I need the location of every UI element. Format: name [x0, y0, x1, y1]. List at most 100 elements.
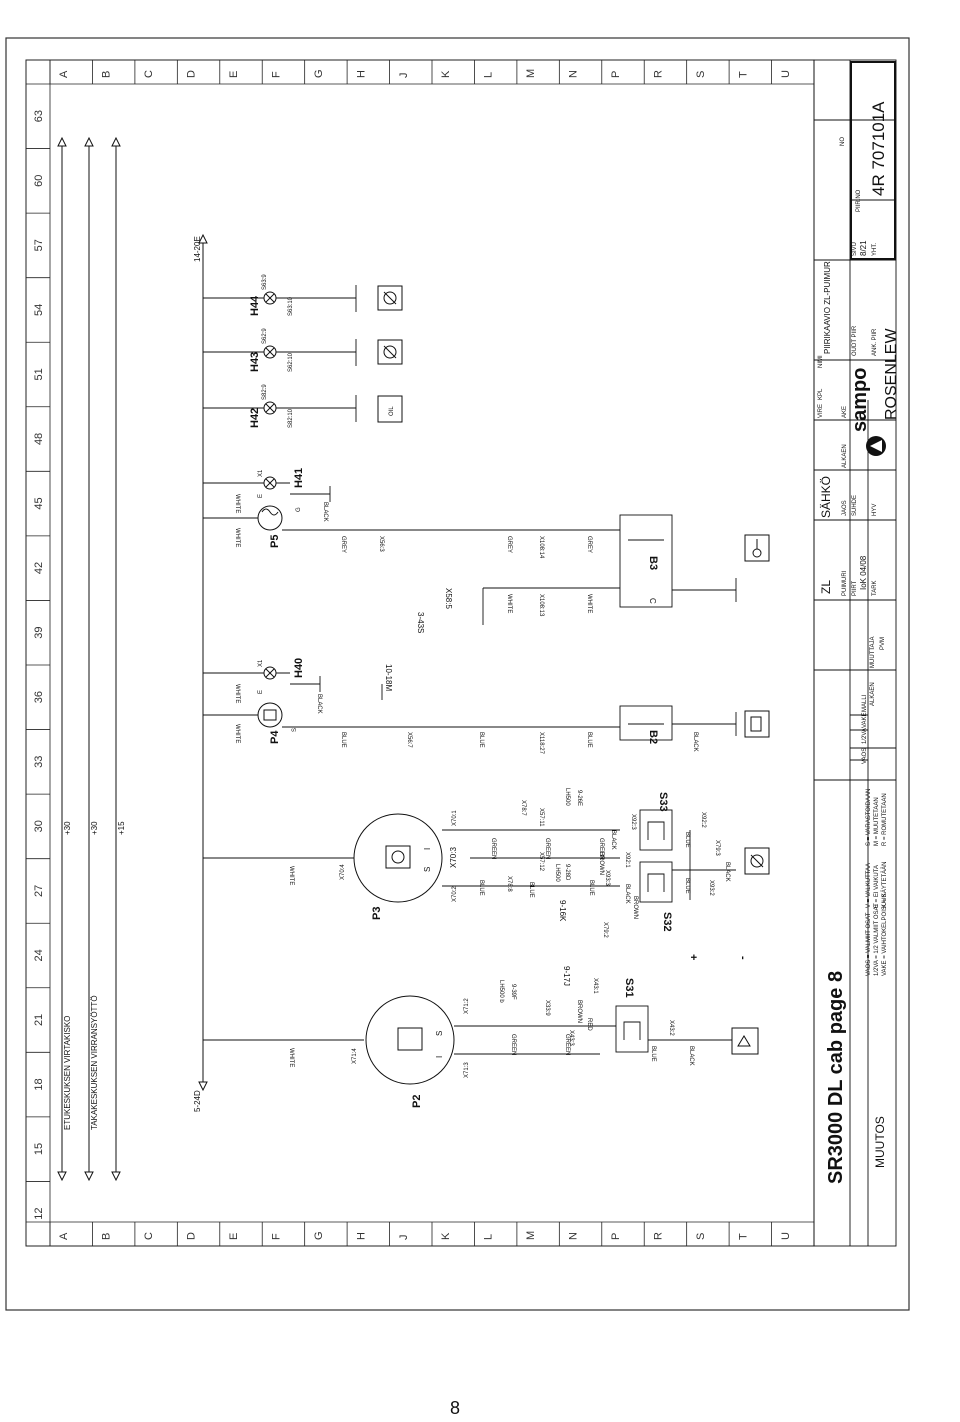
- supply-line-1-tag: +30: [63, 821, 72, 835]
- grid-row-label: J: [398, 73, 410, 79]
- grid-column-label: 51: [33, 368, 45, 380]
- svg-text:VAKE = VAIHTOKELPOISUUS: VAKE = VAIHTOKELPOISUUS: [882, 893, 888, 976]
- svg-text:9-17J: 9-17J: [562, 966, 571, 986]
- svg-text:9-16K: 9-16K: [558, 900, 567, 922]
- supply-rails: [57, 136, 208, 1182]
- svg-text:K = KÄYTETÄÄN: K = KÄYTETÄÄN: [881, 861, 888, 908]
- svg-text:AKE: AKE: [842, 406, 848, 418]
- svg-text:KPL: KPL: [818, 388, 824, 400]
- svg-text:WHITE: WHITE: [506, 594, 512, 613]
- svg-text:ALKAEN: ALKAEN: [870, 682, 876, 706]
- svg-text:GREY: GREY: [586, 536, 592, 553]
- grid-column-label: 57: [33, 239, 45, 251]
- svg-text:X93:3: X93:3: [604, 870, 610, 886]
- svg-text:9-39F: 9-39F: [510, 984, 516, 1000]
- svg-text:HYV: HYV: [872, 504, 878, 516]
- svg-text:WHITE: WHITE: [586, 594, 592, 613]
- grid-row-label: T: [737, 1233, 749, 1240]
- svg-text:BLACK: BLACK: [610, 830, 616, 850]
- svg-text:X118:27: X118:27: [538, 732, 544, 755]
- svg-text:BLACK: BLACK: [322, 502, 328, 522]
- pressure-icon: [731, 1027, 759, 1055]
- svg-text:SUHDE: SUHDE: [852, 495, 858, 516]
- b2-ref: B2: [647, 730, 659, 744]
- svg-text:ALKAEN: ALKAEN: [842, 444, 848, 468]
- svg-text:X78:8: X78:8: [506, 876, 512, 892]
- sheet-number: 8/21: [859, 240, 868, 256]
- svg-text:ROSENLEW: ROSENLEW: [883, 328, 900, 420]
- svg-text:10-18M: 10-18M: [384, 664, 393, 691]
- svg-text:S63:9: S63:9: [262, 274, 268, 290]
- svg-text:I: I: [423, 848, 432, 850]
- grid-column-label: 45: [33, 497, 45, 509]
- lamp-h44: H44 S63:9 S63:10: [249, 274, 294, 316]
- fuel-icon: [744, 710, 770, 738]
- svg-text:S62:9: S62:9: [262, 328, 268, 344]
- svg-text:OUDT PIIR: OUDT PIIR: [852, 325, 858, 356]
- svg-text:X43:3: X43:3: [568, 1030, 574, 1046]
- svg-text:sampo: sampo: [849, 368, 871, 432]
- svg-text:S = VARASTOIDAAN: S = VARASTOIDAAN: [866, 789, 872, 846]
- grid-row-label: K: [440, 70, 452, 78]
- grid-row-label: N: [568, 70, 580, 78]
- svg-text:V = VALKUTTAA: V = VALKUTTAA: [866, 863, 872, 908]
- svg-text:BLACK: BLACK: [688, 1046, 694, 1066]
- svg-text:X33:9: X33:9: [544, 1000, 550, 1016]
- svg-text:BLACK: BLACK: [724, 862, 730, 882]
- svg-text:GREEN: GREEN: [564, 1034, 570, 1055]
- grid-row-label: P: [610, 1233, 622, 1240]
- svg-text:E = EI VAIKUTA: E = EI VAIKUTA: [874, 865, 880, 908]
- svg-text:BLUE: BLUE: [528, 882, 534, 898]
- drawing-number-box: [850, 61, 896, 260]
- svg-text:BLUE: BLUE: [340, 732, 346, 748]
- grid-row-label: H: [355, 70, 367, 78]
- s31-ref: S31: [623, 978, 635, 998]
- svg-text:WHITE: WHITE: [234, 528, 240, 547]
- s32-ref: S32: [661, 912, 673, 932]
- h44-ref: H44: [249, 295, 261, 316]
- svg-text:X70:1: X70:1: [452, 810, 458, 826]
- svg-text:PIIRT: PIIRT: [852, 580, 858, 596]
- grid-row-label: B: [101, 71, 113, 78]
- grid-column-label: 15: [33, 1143, 45, 1155]
- grid-row-label: M: [525, 69, 537, 78]
- svg-text:1/2VA: 1/2VA: [862, 728, 868, 744]
- svg-text:X43:1: X43:1: [592, 978, 598, 994]
- grid-column-label: 33: [33, 756, 45, 768]
- svg-text:X71:3: X71:3: [464, 1062, 470, 1078]
- svg-text:X70:3: X70:3: [449, 847, 458, 868]
- lamp-h42: H42 S82:9 S82:10: [249, 384, 294, 428]
- svg-text:LH500: LH500: [554, 864, 560, 882]
- grid-column-label: 42: [33, 562, 45, 574]
- svg-text:PIIR.NO: PIIR.NO: [856, 189, 862, 212]
- grid-row-label: M: [525, 1231, 537, 1240]
- grid-column-label: 30: [33, 820, 45, 832]
- svg-text:BLUE: BLUE: [586, 732, 592, 748]
- svg-text:X79:2: X79:2: [602, 922, 608, 938]
- grid-row-label: K: [440, 1232, 452, 1240]
- svg-text:X71:4: X71:4: [352, 1048, 358, 1064]
- fan-icon: [744, 847, 770, 875]
- svg-text:NIMI: NIMI: [818, 355, 824, 368]
- svg-text:GREY: GREY: [506, 536, 512, 553]
- grid-row-label: L: [483, 72, 495, 78]
- svg-text:X92:3: X92:3: [630, 814, 636, 830]
- svg-text:MUUTTAJA: MUUTTAJA: [870, 636, 876, 668]
- h43-ref: H43: [249, 352, 261, 372]
- svg-text:RED: RED: [586, 1018, 592, 1031]
- svg-text:X57:11: X57:11: [538, 808, 544, 827]
- svg-text:X57:12: X57:12: [538, 852, 544, 872]
- grid-row-label: G: [313, 69, 325, 78]
- symbol-box-h44: [377, 285, 403, 311]
- svg-text:WHITE: WHITE: [288, 866, 294, 885]
- svg-text:BROWN: BROWN: [576, 1000, 582, 1023]
- supply-line-1-label: ETUKESKUKSEN VIRTAKISKO: [63, 1016, 72, 1130]
- drawing-type: PIIRIKAAVIO ZL-PUIMURI: [823, 259, 832, 354]
- svg-text:X56:3: X56:3: [378, 536, 384, 552]
- sensor-p5: P5 E G: [257, 494, 302, 548]
- grid-row-label: A: [58, 70, 70, 78]
- svg-text:BLACK: BLACK: [316, 694, 322, 714]
- drawing-number: 4R 707101A: [869, 101, 888, 196]
